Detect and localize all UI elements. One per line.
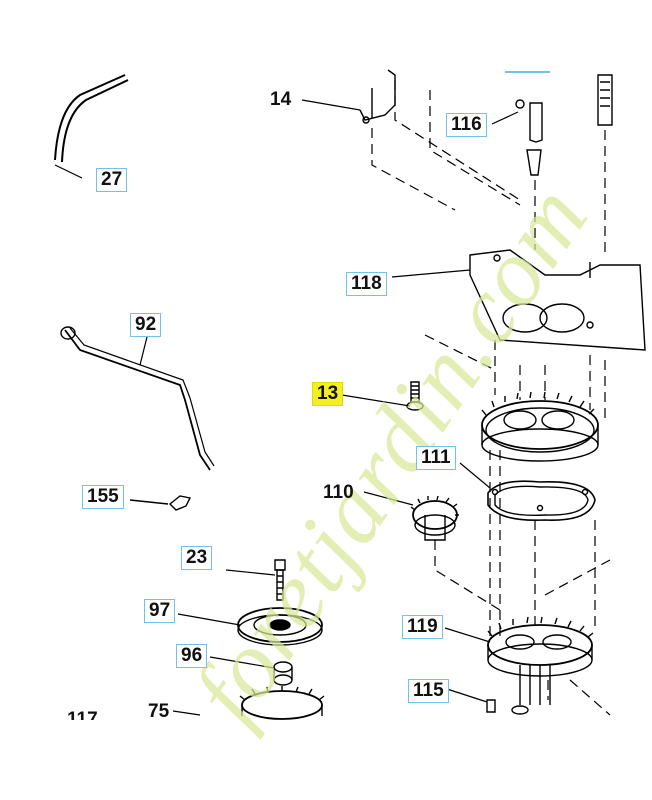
leader-lines <box>54 99 519 716</box>
bolt-part-23 <box>274 559 286 601</box>
callout-13: 13 <box>312 382 344 406</box>
gear-part-119 <box>487 616 594 705</box>
gear-part-75 <box>239 686 325 720</box>
callout-110: 110 <box>323 482 354 503</box>
callout-117: 117 <box>67 709 98 730</box>
callout-111: 111 <box>416 446 456 470</box>
belt-part-27 <box>54 74 129 163</box>
bolt-part-115 <box>486 699 529 715</box>
assembly-guide-lines <box>371 80 611 716</box>
callout-27: 27 <box>96 168 128 192</box>
callout-155: 155 <box>82 485 124 509</box>
gear-part-110 <box>410 495 459 541</box>
rod-part-92 <box>60 326 215 471</box>
callout-23: 23 <box>181 546 213 570</box>
clip-part-155 <box>129 495 192 511</box>
plate-part-118 <box>469 249 646 351</box>
callout-119: 119 <box>402 615 443 639</box>
bracket-part-14 <box>359 69 396 124</box>
bolt-part-116 <box>515 99 543 176</box>
callout-96: 96 <box>176 644 208 668</box>
callout-75: 75 <box>148 701 170 722</box>
gear-upper <box>481 391 599 462</box>
callout-92: 92 <box>130 313 162 337</box>
gasket-part-111 <box>487 480 596 522</box>
spacer-part-96 <box>273 661 293 686</box>
callout-118: 118 <box>346 272 387 296</box>
callout-115: 115 <box>408 679 449 703</box>
callout-116: 116 <box>446 113 487 137</box>
callout-97: 97 <box>144 599 176 623</box>
pulley-part-97 <box>237 607 323 646</box>
shaft-top-right <box>505 71 613 126</box>
callout-14: 14 <box>270 89 292 110</box>
